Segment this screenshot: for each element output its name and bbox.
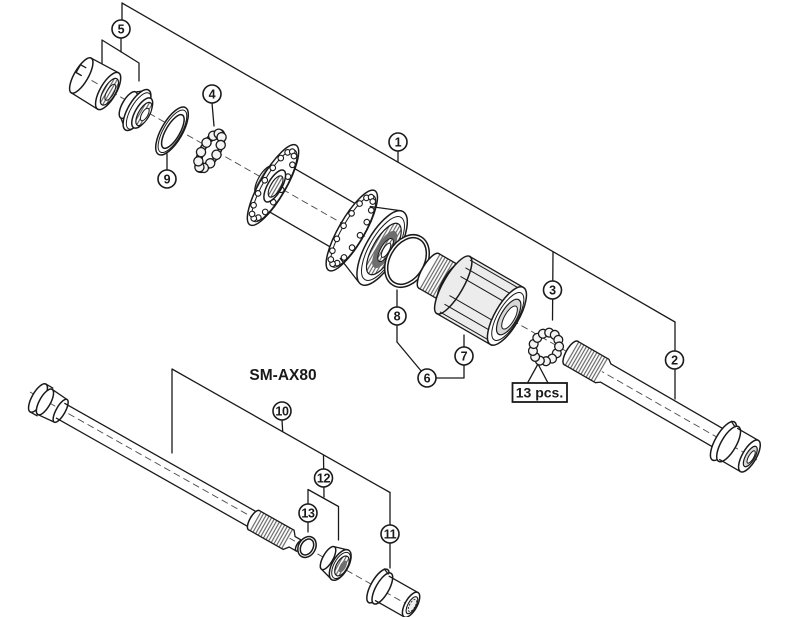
svg-text:9: 9 [164,173,171,187]
seal-washer [319,545,352,582]
lock-nut [68,57,122,111]
svg-text:8: 8 [394,310,401,324]
svg-text:6: 6 [424,372,431,386]
svg-text:4: 4 [209,88,216,102]
quantity-pointer [526,363,549,384]
callout-13: 13 [298,503,318,523]
svg-text:12: 12 [317,472,331,486]
leader-stem-5 [120,2,123,53]
svg-text:7: 7 [461,350,468,364]
callout-2: 2 [664,350,685,370]
hub-axle-assembly [68,57,762,473]
svg-text:13: 13 [301,507,315,521]
svg-text:5: 5 [118,23,125,37]
callout-5: 5 [111,19,131,39]
axle-end-nut [366,568,421,617]
svg-text:10: 10 [275,405,289,419]
bracket-10 [171,368,391,494]
seal-ring [154,106,190,156]
svg-text:11: 11 [384,528,397,542]
svg-text:3: 3 [549,284,556,298]
callout-1: 1 [388,132,408,152]
thru-axle-shaft [55,402,259,529]
callout-10: 10 [272,401,292,421]
quantity-note-label: 13 pcs. [516,385,563,401]
callout-11: 11 [380,524,400,544]
callout-3: 3 [542,280,563,300]
leader-stem-10 [281,419,284,433]
o-ring-small [297,535,317,559]
leader-stem-4 [211,102,215,127]
bearing-balls [527,327,565,367]
cone-nut [118,88,154,132]
axle [562,340,762,473]
freehub-body [416,252,528,346]
hub-shell [246,143,409,286]
spoke-flange-right [325,189,379,272]
model-label: SM-AX80 [249,367,316,384]
svg-text:2: 2 [671,354,678,368]
thru-axle-assembly [27,383,421,617]
lower-axis-centerline [29,391,411,607]
leader-lines [101,2,676,569]
quantity-note: 13 pcs. [511,382,568,403]
o-ring [383,234,431,288]
leader-line-1 [121,2,676,323]
bracket-5 [101,39,140,82]
spoke-flange-left [246,143,300,227]
callout-6: 6 [417,368,437,388]
svg-text:1: 1 [395,136,402,150]
callout-4: 4 [202,84,222,104]
callout-12: 12 [313,468,334,488]
callout-7: 7 [454,346,474,366]
ball-retainer [193,128,227,174]
callout-9: 9 [157,169,177,189]
callout-8: 8 [387,306,407,326]
axle-end-cap [27,383,304,552]
